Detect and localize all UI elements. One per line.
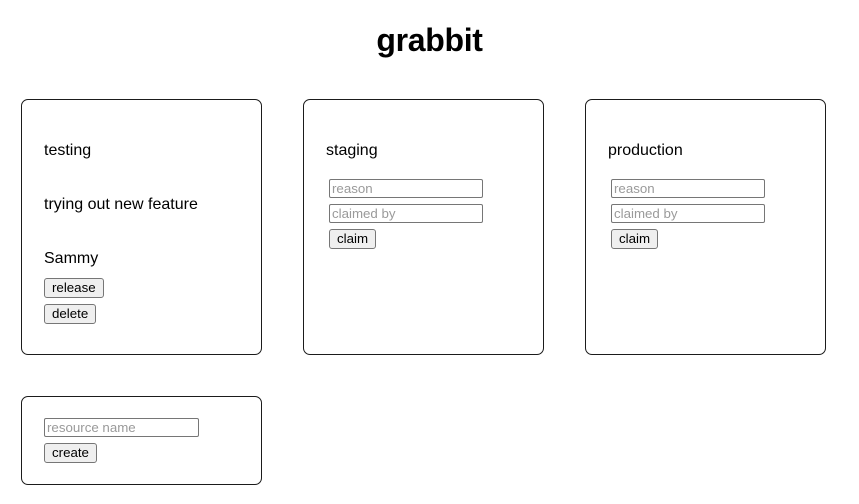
resource-card-production: production claim	[585, 99, 826, 355]
reason-input-production[interactable]	[611, 179, 765, 198]
resource-claimed-by-testing: Sammy	[44, 250, 99, 267]
create-resource-form: create	[44, 418, 199, 463]
create-button[interactable]: create	[44, 443, 97, 463]
resource-name-staging: staging	[326, 142, 378, 159]
resource-card-testing: testing trying out new feature Sammy rel…	[21, 99, 262, 355]
claimed-by-input-staging[interactable]	[329, 204, 483, 223]
resource-name-testing: testing	[44, 142, 92, 159]
resource-reason-testing: trying out new feature	[44, 196, 198, 213]
resource-name-input[interactable]	[44, 418, 199, 437]
resource-actions-testing: release delete	[44, 278, 104, 324]
claim-form-production: claim	[611, 179, 765, 249]
resource-card-list: testing trying out new feature Sammy rel…	[21, 99, 826, 355]
claim-button-staging[interactable]: claim	[329, 229, 377, 249]
create-resource-card: create	[21, 396, 262, 485]
claimed-by-input-production[interactable]	[611, 204, 765, 223]
claim-button-production[interactable]: claim	[611, 229, 659, 249]
resource-card-staging: staging claim	[303, 99, 544, 355]
delete-button[interactable]: delete	[44, 304, 97, 324]
page-title: grabbit	[376, 22, 483, 58]
resource-name-production: production	[608, 142, 683, 159]
release-button[interactable]: release	[44, 278, 104, 298]
reason-input-staging[interactable]	[329, 179, 483, 198]
claim-form-staging: claim	[329, 179, 483, 249]
